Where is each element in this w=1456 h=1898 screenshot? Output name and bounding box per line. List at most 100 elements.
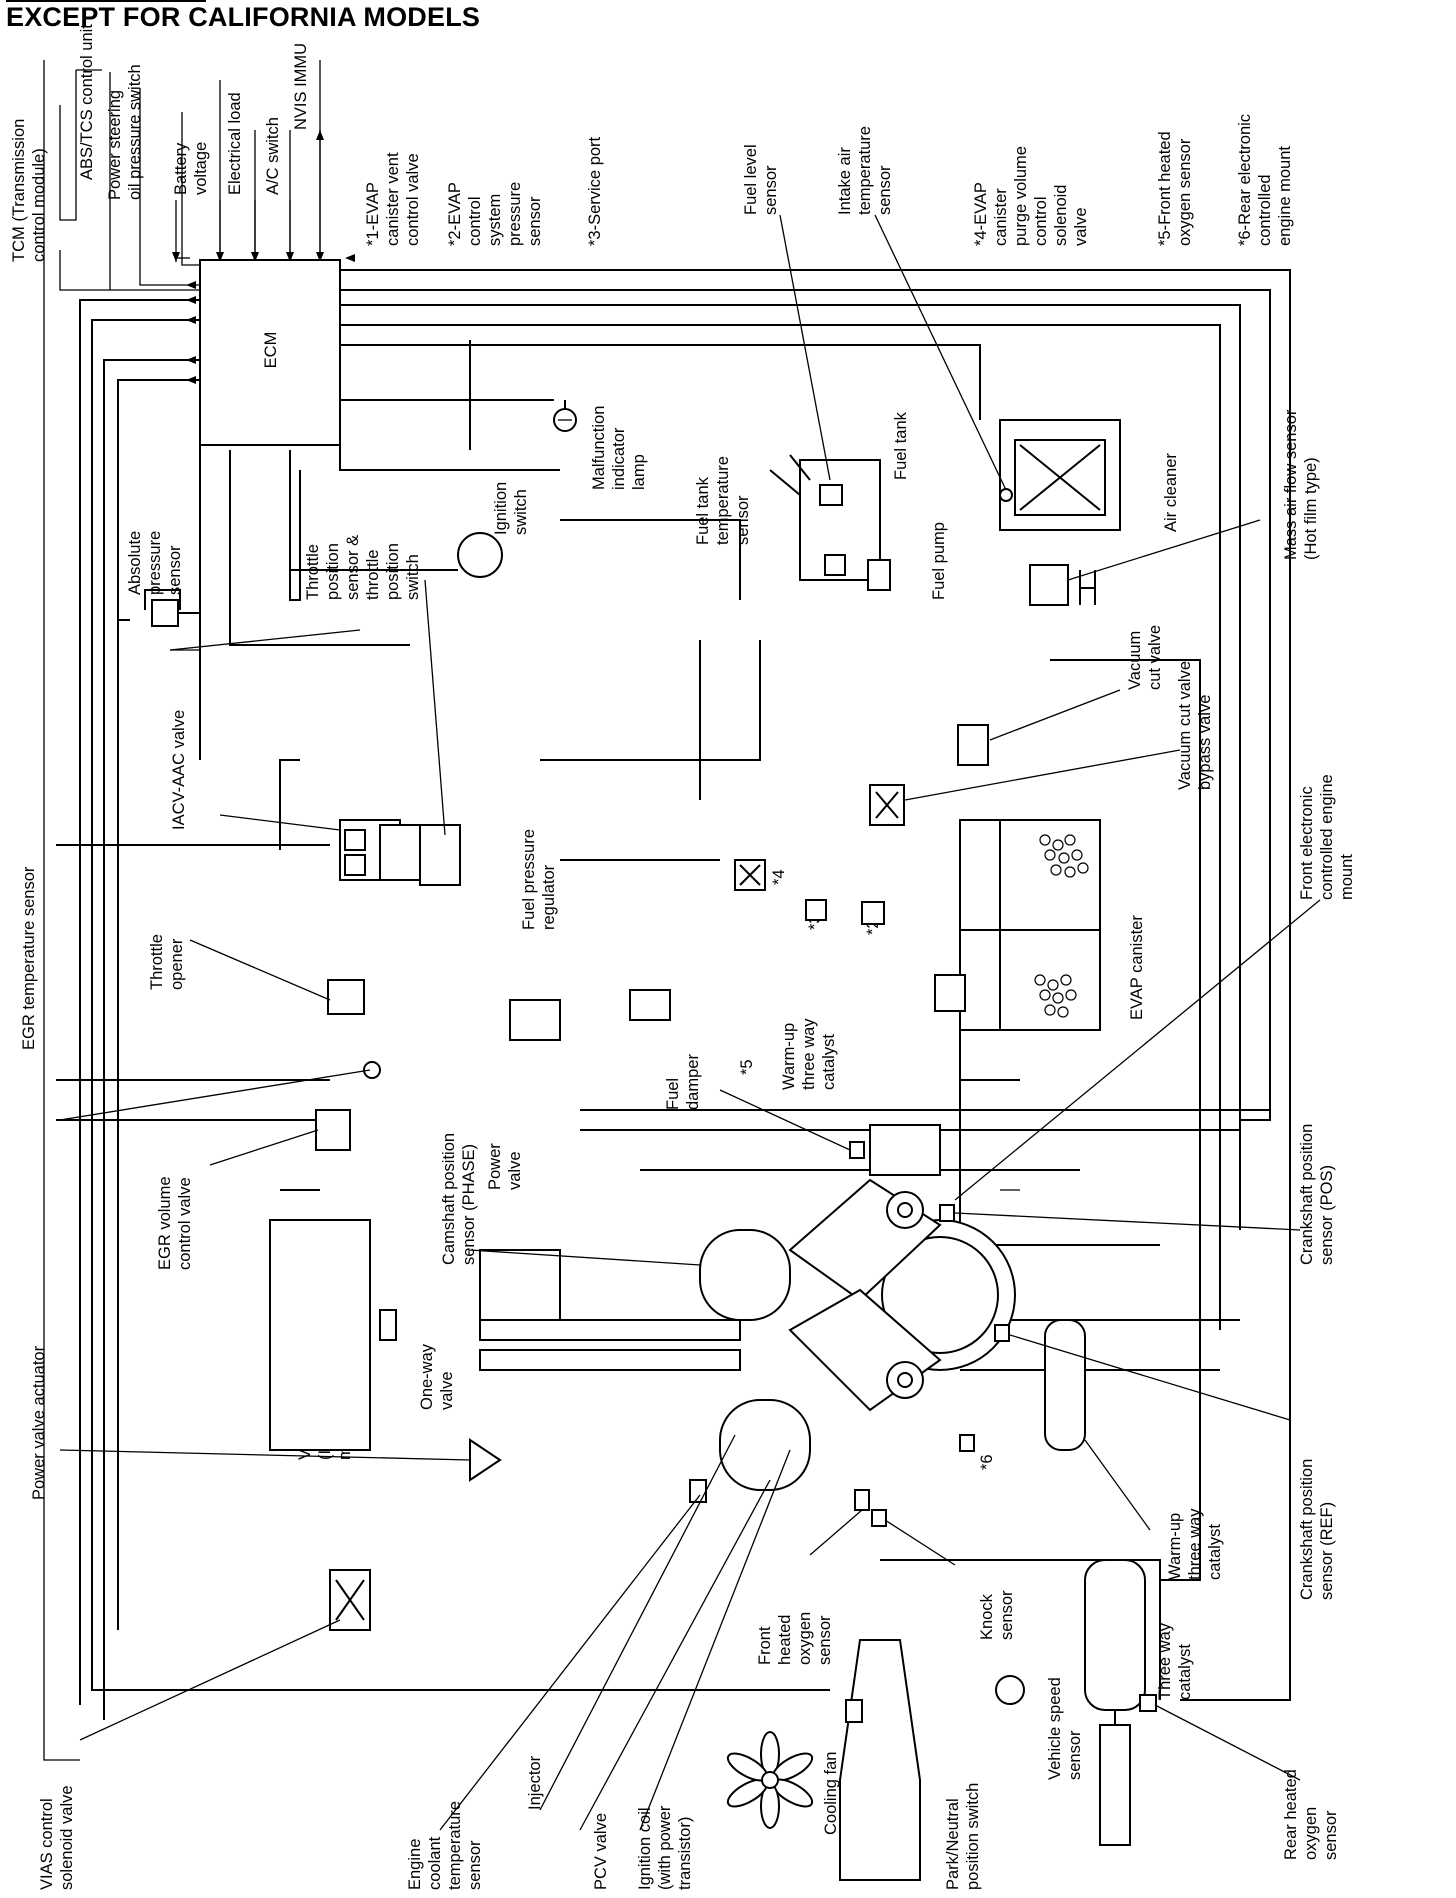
page-title: EXCEPT FOR CALIFORNIA MODELS <box>6 2 481 32</box>
label-fuel-tank-temp-line: Fuel tank <box>694 476 712 545</box>
label-fuel-damper-line: damper <box>684 1054 702 1110</box>
leader-lines <box>59 214 1321 1831</box>
label-fuel-tank-temp-line: sensor <box>734 495 752 545</box>
label-tcm-line: control module) <box>30 148 48 262</box>
label-air-cleaner: Air cleaner <box>1162 453 1180 532</box>
label-power-valve-line: Power <box>486 1143 504 1190</box>
label-purge-volume-line: canister <box>992 188 1010 246</box>
ignition-switch-icon <box>457 532 503 578</box>
label-throttle-sensor-line: sensor & <box>344 535 362 600</box>
transmission-icon <box>839 1639 921 1881</box>
label-evap-vent-line: *1-EVAP <box>364 182 382 246</box>
ecm-box <box>199 259 341 446</box>
label-power-valve-actuator: Power valve actuator <box>30 1345 48 1500</box>
camshaft-pulley-icon <box>699 1229 791 1321</box>
label-throttle-sensor-line: Throttle <box>304 544 322 600</box>
label-power-steering-line: oil pressure switch <box>126 64 144 200</box>
label-pcv: PCV valve <box>592 1813 610 1890</box>
label-coolant-temp-line: coolant <box>426 1836 444 1890</box>
marker-4: *4 <box>770 869 788 885</box>
label-warmup-cat-top-line: catalyst <box>820 1034 838 1090</box>
label-park-neutral-line: Park/Neutral <box>944 1798 962 1890</box>
label-tcm-line: TCM (Transmission <box>10 119 28 262</box>
label-ignition-switch-line: Ignition <box>492 482 510 535</box>
label-camshaft-line: Camshaft position <box>440 1133 458 1265</box>
absolute-pressure-sensor-icon <box>151 599 179 627</box>
marker-4-line: *4 <box>770 869 788 885</box>
label-service-port: *3-Service port <box>586 136 604 246</box>
label-mil-line: indicator <box>610 427 628 490</box>
label-intake-air-temp-line: temperature <box>856 126 874 215</box>
three-way-catalyst-icon <box>1084 1559 1146 1711</box>
label-throttle-sensor-line: position <box>384 543 402 600</box>
label-coolant-temp-line: sensor <box>466 1840 484 1890</box>
label-maf: Mass air flow sensor(Hot film type) <box>1282 409 1320 560</box>
front-o2-top-icon <box>849 1141 865 1159</box>
label-crank-ref-line: sensor (REF) <box>1318 1502 1336 1600</box>
label-rear-mount-star6-line: engine mount <box>1276 146 1294 246</box>
label-battery-line: Battery <box>172 142 190 195</box>
label-warmup-cat-bottom-line: three way <box>1186 1508 1204 1580</box>
label-abs-tcs-line: ABS/TCS control unit <box>78 24 96 180</box>
label-fuel-tank-line: Fuel tank <box>892 411 910 480</box>
marker-5-line: *5 <box>738 1059 756 1075</box>
warmup-catalyst-bottom-icon <box>1044 1319 1086 1451</box>
one-way-valve-icon <box>379 1309 397 1341</box>
label-iacv: IACV-AAC valve <box>170 710 188 830</box>
intake-manifold-icon <box>479 1249 561 1321</box>
label-power-valve-actuator-line: Power valve actuator <box>30 1345 48 1500</box>
label-coolant-temp-line: Engine <box>406 1839 424 1890</box>
label-throttle-opener-line: Throttle <box>148 934 166 990</box>
label-cooling-fan: Cooling fan <box>822 1752 840 1835</box>
label-throttle-sensor-line: throttle <box>364 550 382 600</box>
label-ac-switch: A/C switch <box>264 117 282 195</box>
label-front-o2-star5-line: *5-Front heated <box>1156 131 1174 246</box>
engine-block <box>689 1124 1086 1527</box>
label-rear-mount-star6-line: *6-Rear electronic <box>1236 114 1254 246</box>
marker-5: *5 <box>738 1059 756 1075</box>
label-battery-line: voltage <box>192 142 210 195</box>
coolant-temp-sensor-icon <box>689 1479 707 1503</box>
rear-o2-sensor-icon <box>1139 1694 1157 1712</box>
vehicle-speed-sensor-icon <box>995 1675 1025 1705</box>
label-knock-line: sensor <box>998 1590 1016 1640</box>
label-fuel-pump-line: Fuel pump <box>930 522 948 600</box>
label-pcv-line: PCV valve <box>592 1813 610 1890</box>
label-vehicle-speed-line: sensor <box>1066 1730 1084 1780</box>
label-ignition-switch-line: switch <box>512 489 530 535</box>
label-injector-line: Injector <box>526 1755 544 1810</box>
label-egr-temp-line: EGR temperature sensor <box>20 866 38 1050</box>
label-maf-line: Mass air flow sensor <box>1282 409 1300 560</box>
label-purge-volume-line: valve <box>1072 207 1090 246</box>
label-ignition-coil-line: (with power <box>656 1805 674 1890</box>
muffler-icon <box>1099 1724 1131 1846</box>
egr-volume-valve-icon <box>315 1109 351 1151</box>
label-maf-line: (Hot film type) <box>1302 457 1320 560</box>
service-port-icon <box>805 899 827 921</box>
label-evap-pressure-line: *2-EVAP <box>446 182 464 246</box>
label-front-o2-line: sensor <box>816 1615 834 1665</box>
crank-ref-sensor-icon <box>994 1324 1010 1342</box>
label-vacuum-cut-bypass-line: bypass valve <box>1196 695 1214 790</box>
label-warmup-cat-bottom-line: Warm-up <box>1166 1513 1184 1580</box>
label-nvis-immu: NVIS IMMU <box>292 43 310 130</box>
label-egr-volume-line: control valve <box>176 1177 194 1270</box>
label-warmup-cat-top-line: three way <box>800 1018 818 1090</box>
title-rule <box>6 0 206 2</box>
